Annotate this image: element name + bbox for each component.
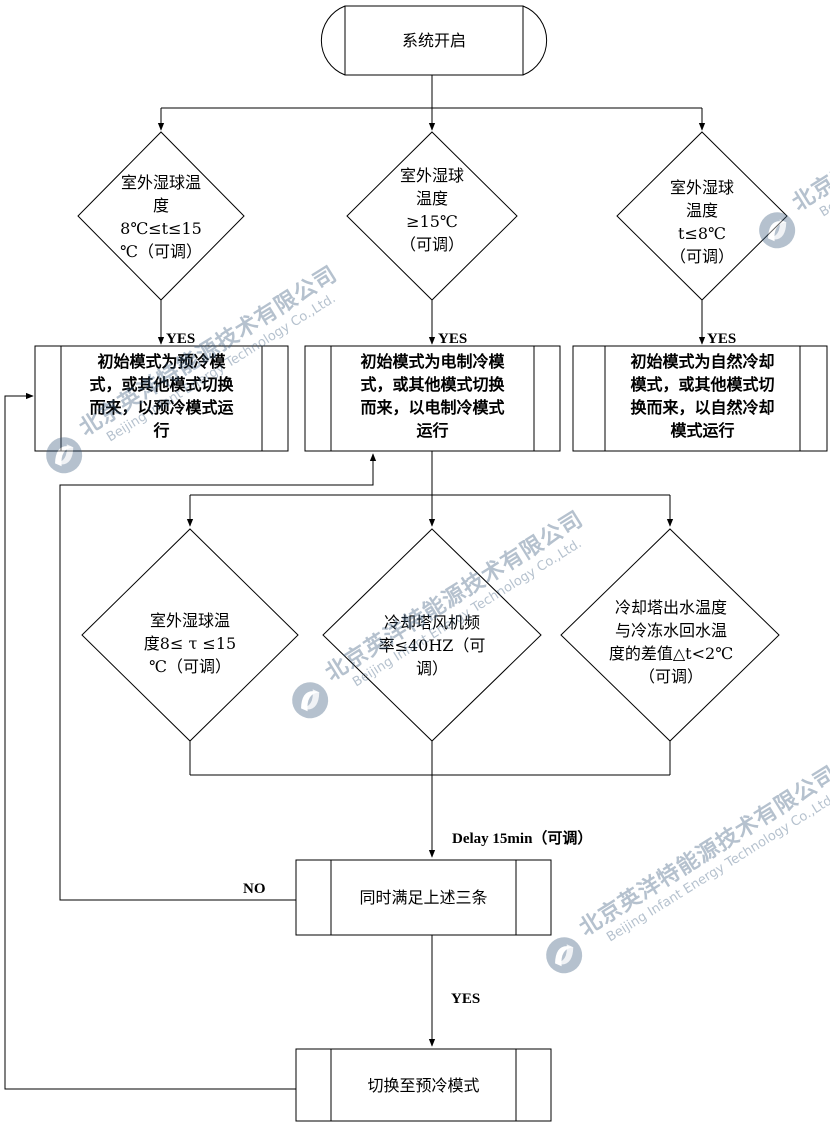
condition-wetbulb-label: 室外湿球温度8≤ τ ≤15℃（可调） <box>143 611 237 676</box>
switch-precool-label: 切换至预冷模式 <box>367 1076 480 1095</box>
switch-precool-box <box>295 1048 552 1122</box>
delay-label: Delay 15min（可调） <box>452 831 593 847</box>
yes-label-3: YES <box>707 331 737 347</box>
mode-precool-box <box>34 345 289 452</box>
mode-precool-label: 初始模式为预冷模式，或其他模式切换而来，以预冷模式运行 <box>89 354 234 440</box>
mode-natural-label: 初始模式为自然冷却模式，或其他模式切换而来，以自然冷却模式运行 <box>630 354 775 440</box>
no-label: NO <box>243 881 266 897</box>
yes-label-2: YES <box>438 331 468 347</box>
decision-wetbulb-ge15-label: 室外湿球温度≥15℃（可调） <box>399 166 464 254</box>
start-label: 系统开启 <box>401 31 466 50</box>
check-all-label: 同时满足上述三条 <box>359 888 488 907</box>
yes-label-1: YES <box>166 331 196 347</box>
check-all-box <box>295 859 552 936</box>
yes-label-4: YES <box>451 991 481 1007</box>
condition-tempdiff-label: 冷却塔出水温度与冷冻水回水温度的差值△t<2℃（可调） <box>608 598 734 686</box>
condition-fan-label: 冷却塔风机频率≤40HZ（可调） <box>378 613 486 678</box>
mode-electric-label: 初始模式为电制冷模式，或其他模式切换而来，以电制冷模式运行 <box>360 354 505 440</box>
mode-natural-box <box>572 345 828 452</box>
